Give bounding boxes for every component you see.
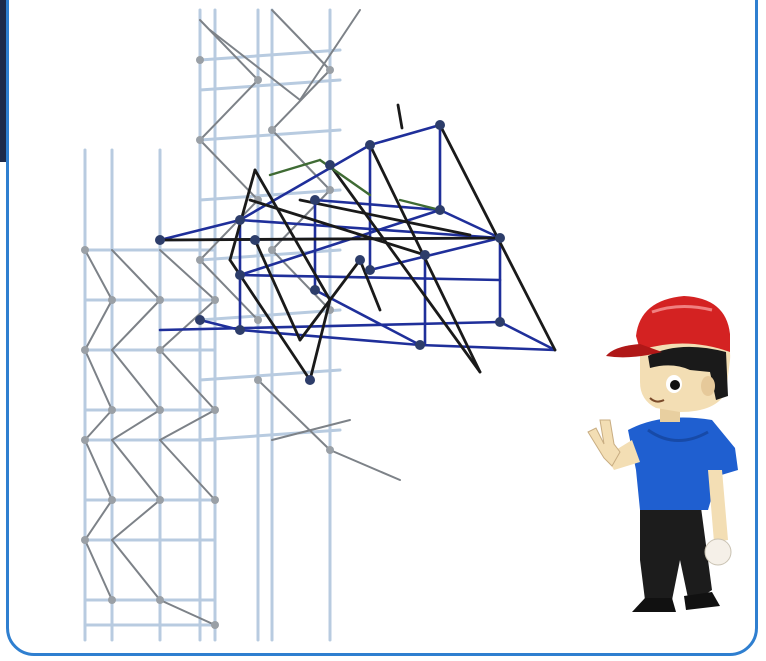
ghost-connector (108, 296, 116, 304)
ghost-connector (254, 376, 262, 384)
highlight-connector (235, 270, 245, 280)
highlight-rod (370, 125, 440, 145)
ghost-connector (108, 496, 116, 504)
ghost-brace (112, 500, 160, 540)
ghost-brace (272, 250, 330, 310)
ghost-connector (196, 56, 204, 64)
ghost-connector (254, 76, 262, 84)
ghost-connector (156, 596, 164, 604)
ghost-connector (108, 406, 116, 414)
ghost-brace (85, 440, 112, 500)
ghost-connector (81, 346, 89, 354)
highlight-rod (420, 345, 555, 350)
ghost-connector (156, 406, 164, 414)
ghost-brace (160, 300, 215, 350)
ghost-connector (196, 136, 204, 144)
ghost-connector (254, 316, 262, 324)
highlight-connector (435, 205, 445, 215)
highlight-connector (305, 375, 315, 385)
ghost-connector (81, 536, 89, 544)
ghost-brace (85, 300, 112, 350)
ghost-connector (81, 436, 89, 444)
highlight-connector (355, 255, 365, 265)
highlight-connector (325, 160, 335, 170)
ghost-connector (326, 66, 334, 74)
ghost-brace (112, 300, 160, 350)
ghost-brace (85, 410, 112, 440)
highlight-rod (398, 105, 402, 128)
ghost-connector (211, 406, 219, 414)
ghost-brace (272, 10, 330, 70)
highlight-rod (240, 210, 440, 275)
ghost-connector (326, 446, 334, 454)
highlight-connector (435, 120, 445, 130)
ghost-brace (85, 500, 112, 540)
ghost-connector (108, 596, 116, 604)
ghost-brace (112, 350, 160, 410)
highlight-connector (195, 315, 205, 325)
highlight-connector (495, 233, 505, 243)
highlight-connector (415, 340, 425, 350)
highlight-connector (155, 235, 165, 245)
ghost-brace (85, 540, 112, 600)
ghost-connector (156, 496, 164, 504)
ghost-connector (211, 296, 219, 304)
ghost-brace (330, 450, 400, 480)
ghost-brace (258, 380, 330, 450)
ghost-connector (196, 256, 204, 264)
highlight-connector (250, 235, 260, 245)
ghost-rod (200, 370, 340, 380)
ghost-brace (112, 410, 160, 440)
ghost-brace (160, 440, 215, 500)
highlight-connector (420, 250, 430, 260)
highlight-rod (240, 275, 500, 280)
ghost-brace (200, 200, 258, 260)
highlight-connector (365, 140, 375, 150)
highlight-connector (310, 285, 320, 295)
ghost-connector (211, 496, 219, 504)
highlight-connector (310, 195, 320, 205)
highlight-rod (160, 238, 500, 240)
ghost-brace (85, 250, 112, 300)
ghost-brace (112, 440, 160, 500)
ghost-connector (156, 296, 164, 304)
ghost-connector (268, 246, 276, 254)
ghost-brace (112, 250, 160, 300)
highlight-connector (365, 265, 375, 275)
ghost-connector (268, 126, 276, 134)
ghost-brace (112, 540, 160, 600)
ghost-brace (160, 250, 215, 300)
ghost-brace (85, 350, 112, 410)
ghost-connector (156, 346, 164, 354)
ghost-brace (160, 600, 215, 625)
highlight-connector (495, 317, 505, 327)
ghost-connector (211, 621, 219, 629)
ghost-brace (200, 20, 258, 80)
highlight-connector (235, 325, 245, 335)
highlight-connector (235, 215, 245, 225)
figure-character (588, 296, 738, 612)
ghost-connector (326, 186, 334, 194)
ghost-connector (81, 246, 89, 254)
ghost-tower-structure (85, 10, 340, 640)
ghost-brace (160, 410, 215, 440)
